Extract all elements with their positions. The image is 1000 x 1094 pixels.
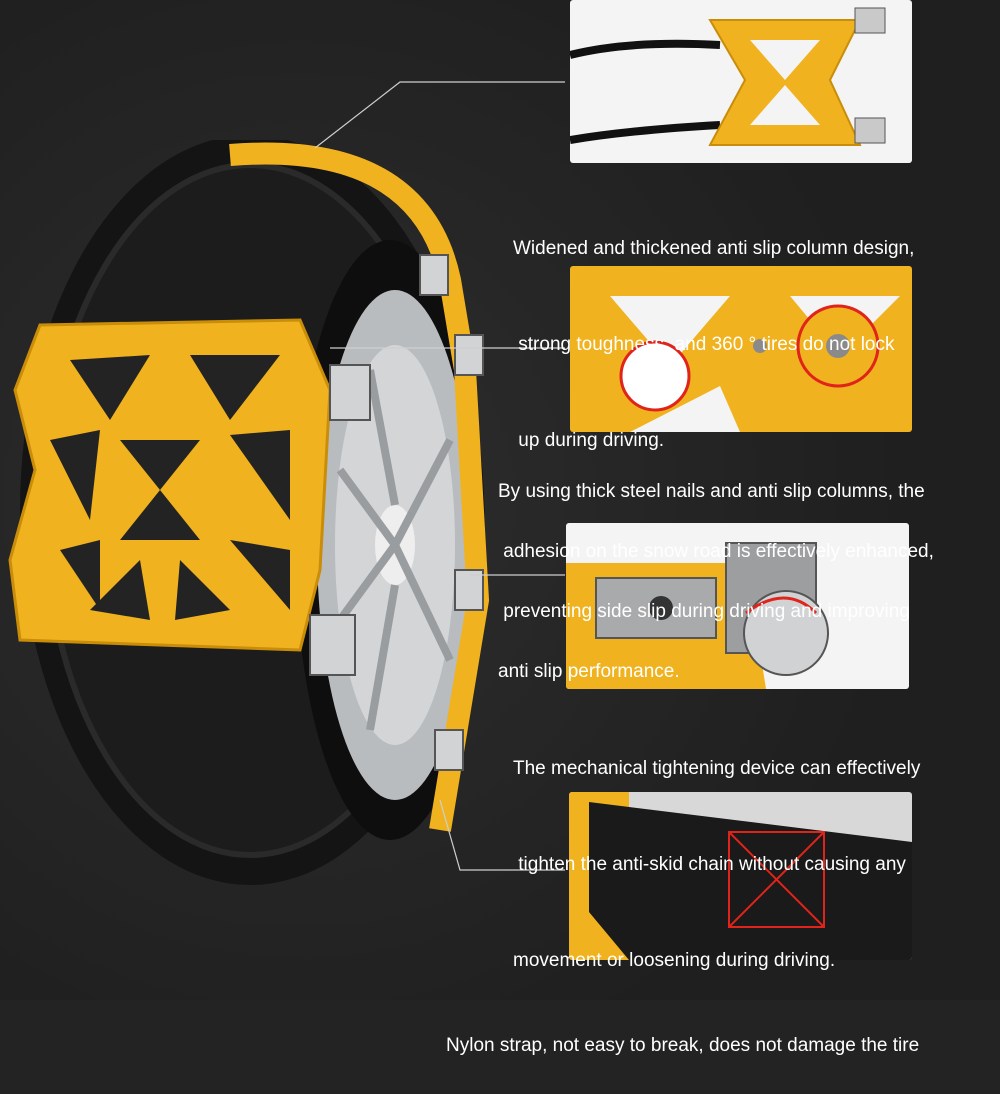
caption-line: tighten the anti-skid chain without caus…	[513, 854, 906, 875]
caption-steel-nails: By using thick steel nails and anti slip…	[498, 442, 934, 702]
caption-line: up during driving.	[513, 430, 665, 451]
caption-line: adhesion on the snow road is effectively…	[498, 541, 934, 562]
caption-nylon-strap: Nylon strap, not easy to break, does not…	[446, 966, 919, 1094]
caption-line: Widened and thickened anti slip column d…	[513, 238, 915, 259]
caption-tightening-device: The mechanical tightening device can eff…	[513, 689, 920, 1009]
caption-line: Nylon strap, not easy to break, does not…	[446, 1035, 920, 1056]
caption-line: anti slip performance.	[498, 661, 680, 682]
caption-anti-slip-column: Widened and thickened anti slip column d…	[513, 169, 914, 489]
caption-line: The mechanical tightening device can eff…	[513, 758, 921, 779]
caption-line: By using thick steel nails and anti slip…	[498, 481, 925, 502]
caption-line: strong toughness, and 360 ° tires do not…	[513, 334, 895, 355]
detail-photo-chain-plate	[570, 0, 912, 163]
caption-line: preventing side slip during driving and …	[498, 601, 910, 622]
